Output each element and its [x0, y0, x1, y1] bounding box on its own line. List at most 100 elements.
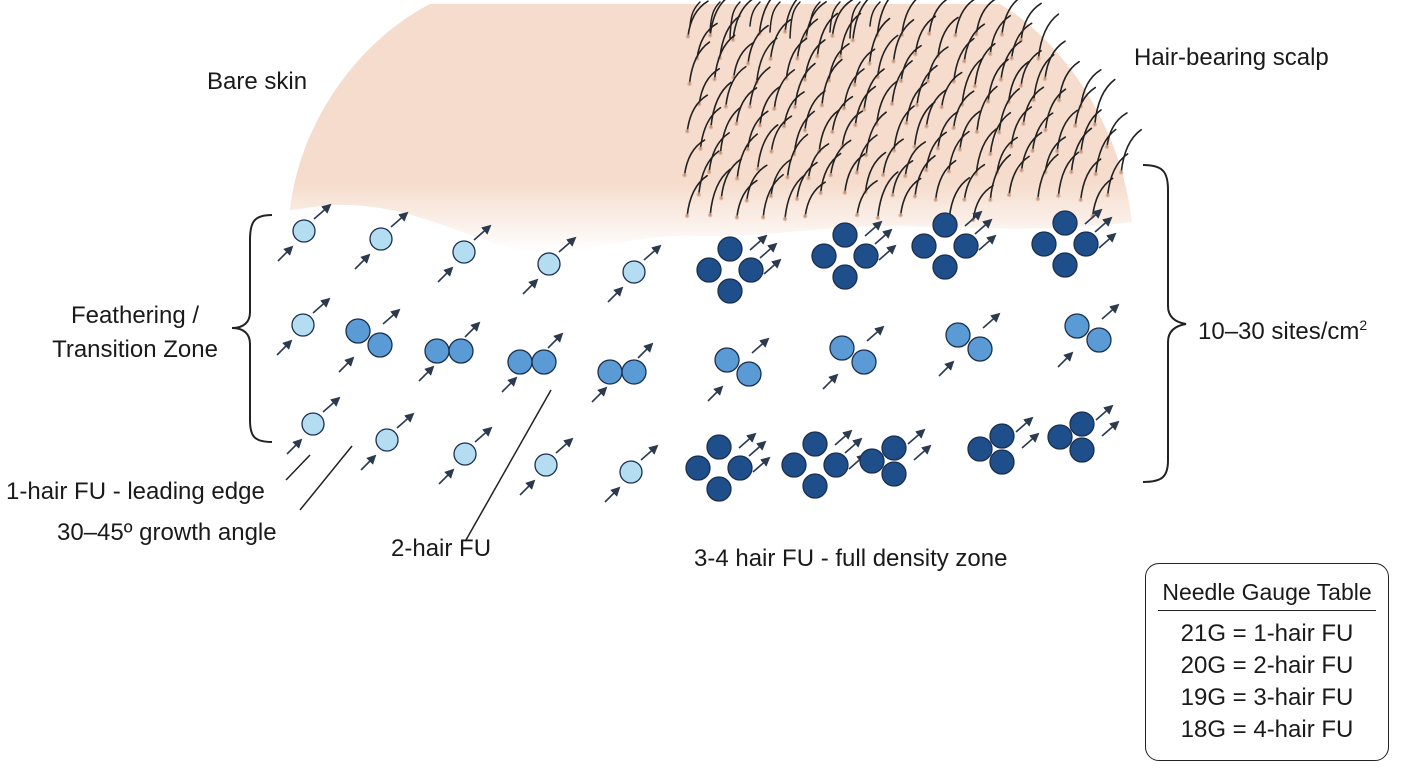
- hair-follicle-dot: [755, 166, 760, 172]
- growth-direction-arrow-icon: [607, 286, 624, 303]
- hair-follicle-dot: [757, 123, 763, 128]
- hair-follicle-dot: [734, 121, 739, 127]
- hair-strand: [1079, 158, 1102, 201]
- hair-strand: [794, 62, 816, 108]
- cluster-graft-icon: [696, 234, 782, 304]
- hair-strand: [804, 90, 826, 132]
- growth-direction-arrow-icon: [752, 456, 771, 473]
- double-circle-graft-icon: [418, 321, 481, 382]
- follicular-unit-grafts: [276, 203, 1120, 503]
- graft-circle: [448, 338, 474, 364]
- hair-strand: [746, 110, 769, 151]
- hair-follicle-dot: [988, 197, 993, 203]
- graft-circle: [507, 349, 533, 375]
- growth-direction-arrow-icon: [844, 437, 863, 454]
- hair-strand: [689, 1, 701, 27]
- hair-strand: [805, 1, 827, 39]
- hair-follicle-dot: [1104, 144, 1110, 150]
- hair-follicle-dot: [819, 103, 825, 108]
- graft-circle: [727, 455, 753, 481]
- hair-follicle-dot: [1105, 193, 1110, 198]
- graft-circle: [531, 349, 557, 375]
- single-circle-graft-icon: [437, 224, 492, 283]
- hair-follicle-dot: [988, 151, 993, 157]
- growth-direction-arrow-icon: [1021, 432, 1040, 449]
- hair-follicle-dot: [1056, 98, 1062, 103]
- hair-strand: [987, 58, 1009, 103]
- leader-line-1-hair: [285, 454, 311, 481]
- hair-follicle-dot: [867, 61, 872, 66]
- hair-strand: [758, 0, 772, 35]
- hair-strand: [1106, 112, 1128, 148]
- hair-strand: [708, 132, 730, 173]
- hair-strand: [719, 106, 742, 154]
- one-hair-fu-label: 1-hair FU - leading edge: [6, 478, 265, 505]
- hair-follicle-dot: [998, 77, 1004, 82]
- growth-direction-arrow-icon: [360, 454, 377, 471]
- hair-follicle-dot: [760, 215, 766, 220]
- hair-strand: [989, 14, 1011, 55]
- hair-strand: [796, 161, 818, 200]
- growth-direction-arrow-icon: [519, 479, 536, 496]
- feathering-label-line-1: Feathering /: [70, 302, 200, 329]
- hair-strand: [928, 0, 948, 35]
- growth-direction-arrow-icon: [464, 321, 481, 338]
- hair-follicle-dot: [854, 170, 860, 175]
- hair-strand: [948, 130, 970, 173]
- hair-follicle-dot: [1043, 128, 1048, 133]
- hair-strand: [975, 128, 998, 176]
- bare-skin-label: Bare skin: [207, 68, 308, 95]
- graft-circle: [829, 335, 855, 361]
- single-circle-graft-icon: [277, 203, 332, 262]
- growth-direction-arrow-icon: [834, 429, 853, 446]
- hair-follicle-dot: [891, 59, 896, 64]
- hair-strand: [749, 1, 761, 27]
- hair-follicle-dot: [684, 213, 690, 219]
- graft-circle: [736, 361, 762, 387]
- hair-follicle-dot: [744, 198, 749, 203]
- hair-strand: [807, 143, 830, 179]
- hair-strand: [713, 34, 736, 81]
- hair-strand: [913, 101, 936, 148]
- full-density-zone-label: 3-4 hair FU - full density zone: [694, 545, 1008, 572]
- hair-follicle-dot: [890, 192, 895, 198]
- growth-direction-arrow-icon: [473, 224, 492, 241]
- graft-circle: [424, 338, 450, 364]
- hair-strand: [709, 0, 726, 37]
- graft-circle: [706, 434, 732, 460]
- hair-strand: [1020, 131, 1043, 172]
- hair-follicle-dot: [685, 129, 690, 134]
- hair-strand: [989, 154, 1012, 201]
- growth-direction-arrow-icon: [522, 278, 539, 295]
- hair-strand: [756, 124, 779, 170]
- hair-follicle-dot: [1021, 121, 1026, 127]
- cluster-graft-icon: [859, 428, 932, 487]
- growth-direction-arrow-icon: [1101, 420, 1120, 437]
- growth-direction-arrow-icon: [354, 253, 371, 270]
- graft-circle: [802, 473, 828, 499]
- graft-circle: [851, 349, 877, 375]
- hair-follicle-dot: [996, 130, 1002, 135]
- hair-follicle-dot: [802, 77, 808, 82]
- hair-follicle-dot: [806, 175, 811, 181]
- hair-follicle-dot: [889, 101, 895, 107]
- hair-follicle-dot: [802, 214, 808, 219]
- hair-strand: [786, 133, 809, 179]
- growth-direction-arrow-icon: [938, 360, 955, 377]
- hair-strand: [952, 90, 975, 129]
- cluster-graft-icon: [685, 432, 771, 502]
- hair-strand: [863, 68, 885, 111]
- hair-strand: [1058, 60, 1080, 102]
- hair-follicle-dot: [1054, 149, 1060, 154]
- hair-follicle-dot: [962, 59, 967, 64]
- hair-strand: [961, 57, 983, 106]
- graft-circle: [717, 278, 743, 304]
- hair-strand: [876, 0, 890, 37]
- graft-circle: [1069, 437, 1095, 463]
- hair-strand: [974, 42, 996, 88]
- hair-follicle-dot: [730, 37, 736, 42]
- hair-follicle-dot: [850, 38, 856, 43]
- hair-strand: [869, 1, 881, 27]
- growth-direction-arrow-icon: [382, 308, 401, 325]
- hair-strand: [963, 23, 986, 63]
